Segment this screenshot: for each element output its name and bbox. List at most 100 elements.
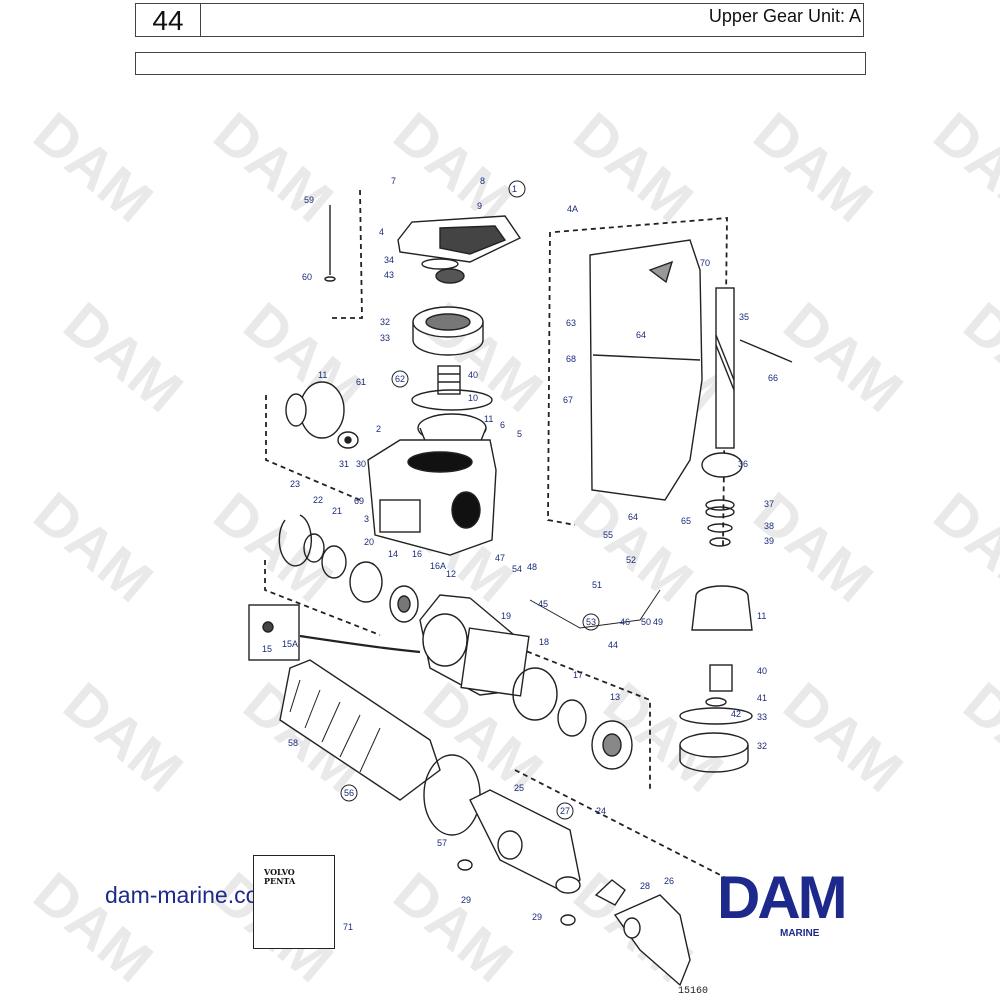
callout-label-36: 36: [738, 459, 748, 469]
callout-label-16A: 16A: [430, 561, 446, 571]
callout-label-53: 53: [586, 617, 596, 627]
website-link[interactable]: dam-marine.com: [105, 882, 278, 908]
callout-circle: [340, 784, 358, 802]
callout-label-23: 23: [290, 479, 300, 489]
callout-label-11: 11: [484, 414, 493, 424]
callout-label-3: 3: [364, 514, 369, 524]
shroud-63: [589, 239, 703, 501]
page-title: Upper Gear Unit: A: [708, 6, 861, 26]
callout-label-29: 29: [461, 895, 471, 905]
callout-label-30: 30: [356, 459, 366, 469]
ring-38: [707, 523, 733, 533]
callout-label-15: 15: [262, 644, 272, 654]
callout-label-71: 71: [343, 922, 353, 932]
callout-label-11: 11: [318, 370, 327, 380]
callout-label-41: 41: [757, 693, 767, 703]
callout-label-20: 20: [364, 537, 374, 547]
callout-label-61: 61: [356, 377, 366, 387]
callout-label-44: 44: [608, 640, 618, 650]
callout-label-40: 40: [757, 666, 767, 676]
watermark-text: DAM: [22, 860, 165, 995]
watermark-text: DAM: [952, 670, 1000, 805]
washer-29-b: [560, 914, 576, 926]
callout-label-12: 12: [446, 569, 456, 579]
ring-21: [321, 545, 347, 579]
watermark-text: DAM: [952, 290, 1000, 425]
watermark-text: DAM: [382, 860, 525, 995]
watermark-text: DAM: [52, 670, 195, 805]
callout-label-70: 70: [700, 258, 710, 268]
callout-label-38: 38: [764, 521, 774, 531]
callout-label-50: 50: [641, 617, 651, 627]
inset-15: [248, 604, 300, 661]
callout-label-15A: 15A: [282, 639, 298, 649]
bolt-66: [739, 339, 793, 363]
callout-label-29: 29: [532, 912, 542, 922]
bellows-58: [279, 659, 441, 801]
callout-label-67: 67: [563, 395, 573, 405]
callout-label-18: 18: [539, 637, 549, 647]
callout-label-19: 19: [501, 611, 511, 621]
callout-label-14: 14: [388, 549, 398, 559]
callout-label-28: 28: [640, 881, 650, 891]
watermark-text: DAM: [562, 100, 705, 235]
callout-label-47: 47: [495, 553, 505, 563]
callout-label-60: 60: [302, 272, 312, 282]
plate-19: [460, 627, 530, 697]
callout-label-8: 8: [480, 176, 485, 186]
callout-label-16: 16: [412, 549, 422, 559]
callout-label-46: 46: [620, 617, 630, 627]
callout-label-10: 10: [468, 393, 478, 403]
callout-label-4A: 4A: [567, 204, 578, 214]
callout-label-1: 1: [512, 184, 517, 194]
callout-circle: [556, 802, 574, 820]
callout-label-57: 57: [437, 838, 447, 848]
bearing-36: [701, 452, 743, 478]
header-box: 44 Upper Gear Unit: A: [135, 3, 864, 37]
watermark-text: DAM: [772, 290, 915, 425]
callout-label-49: 49: [653, 617, 663, 627]
seal-17: [557, 699, 587, 737]
callout-label-34: 34: [384, 255, 394, 265]
callout-label-37: 37: [764, 499, 774, 509]
bearing-32-bottom: [679, 732, 749, 758]
circlip-23: [278, 514, 313, 567]
callout-label-11: 11: [757, 611, 766, 621]
callout-label-26: 26: [664, 876, 674, 886]
callout-label-54: 54: [512, 564, 522, 574]
ring-10: [411, 389, 493, 411]
callout-label-25: 25: [514, 783, 524, 793]
gasket-34: [421, 258, 459, 270]
ring-22: [303, 533, 325, 563]
callout-label-32: 32: [757, 741, 767, 751]
callout-label-5: 5: [517, 429, 522, 439]
callout-label-51: 51: [592, 580, 602, 590]
watermark-text: DAM: [922, 100, 1000, 235]
callout-label-43: 43: [384, 270, 394, 280]
cross-28: [594, 879, 626, 906]
watermark-text: DAM: [52, 290, 195, 425]
watermark-text: DAM: [382, 100, 525, 235]
penta-word: PENTA: [264, 876, 296, 886]
callout-label-40: 40: [468, 370, 478, 380]
callout-label-45: 45: [538, 599, 548, 609]
volvo-penta-card: VOLVO PENTA: [253, 855, 335, 949]
volvo-word: VOLVO: [264, 867, 295, 877]
o-ring-18: [512, 667, 558, 721]
watermark-text: DAM: [202, 480, 345, 615]
callout-label-7: 7: [391, 176, 396, 186]
callout-label-6: 6: [500, 420, 505, 430]
volvo-card-text: VOLVO PENTA: [264, 868, 295, 886]
callout-label-48: 48: [527, 562, 537, 572]
washer-60: [324, 276, 336, 282]
callout-label-56: 56: [344, 788, 354, 798]
figure-number: 15160: [678, 986, 709, 997]
ring-39: [709, 537, 731, 547]
callout-label-22: 22: [313, 495, 323, 505]
callout-label-58: 58: [288, 738, 298, 748]
callout-label-66: 66: [768, 373, 778, 383]
callout-label-32: 32: [380, 317, 390, 327]
callout-circle: [508, 180, 526, 198]
